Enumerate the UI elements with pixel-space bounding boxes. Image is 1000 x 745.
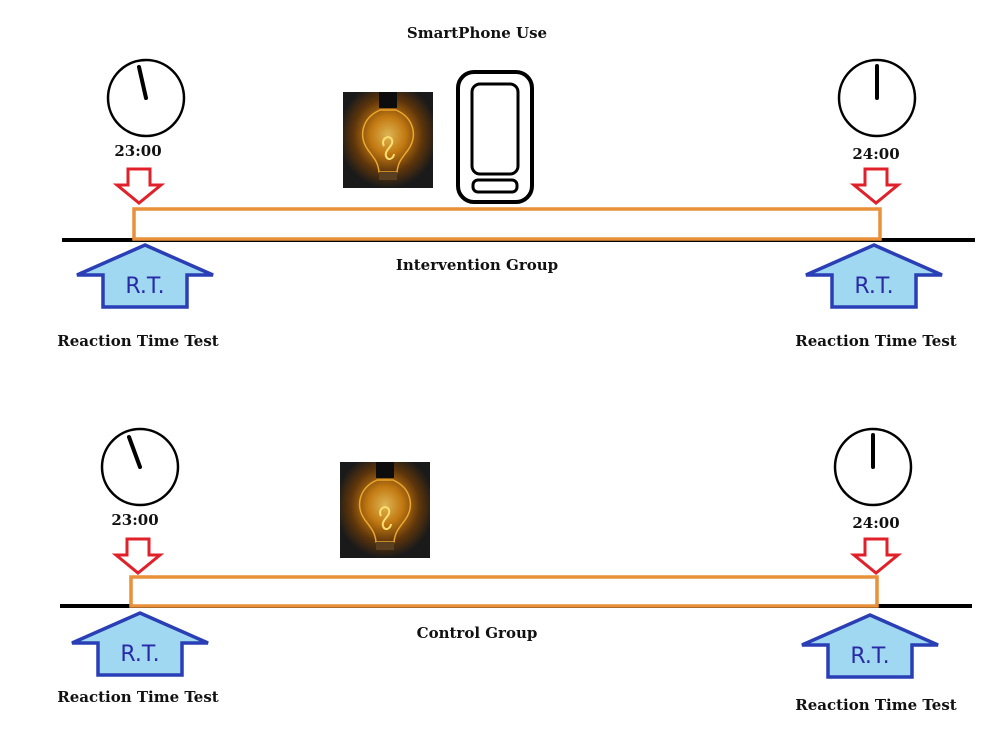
clock-icon <box>837 58 917 138</box>
down-arrow-icon <box>114 537 162 575</box>
end-time-label: 24:00 <box>852 514 899 532</box>
intervention-panel: SmartPhone Use 23:00 24:00 <box>57 24 975 350</box>
reaction-time-test-label: Reaction Time Test <box>795 696 957 714</box>
reaction-time-test-label: Reaction Time Test <box>57 332 219 350</box>
down-arrow-icon <box>115 167 163 205</box>
clock-icon <box>100 427 180 507</box>
start-time-label: 23:00 <box>114 142 161 160</box>
reaction-time-test-label: Reaction Time Test <box>57 688 219 706</box>
rt-label: R.T. <box>125 274 164 299</box>
control-panel: 23:00 24:00 Control Group R.T. R.T. Reac… <box>57 427 972 714</box>
light-bulb-icon <box>339 461 431 559</box>
interval-bar <box>132 207 882 241</box>
reaction-time-test-label: Reaction Time Test <box>795 332 957 350</box>
smartphone-use-title: SmartPhone Use <box>407 24 547 42</box>
down-arrow-icon <box>852 167 900 205</box>
group-label: Intervention Group <box>396 256 558 274</box>
end-time-label: 24:00 <box>852 145 899 163</box>
rt-label: R.T. <box>854 274 893 299</box>
light-bulb-icon <box>342 91 434 189</box>
start-time-label: 23:00 <box>111 511 158 529</box>
rt-label: R.T. <box>850 644 889 669</box>
clock-icon <box>833 427 913 507</box>
clock-icon <box>106 58 186 138</box>
down-arrow-icon <box>852 537 900 575</box>
group-label: Control Group <box>417 624 538 642</box>
interval-bar <box>129 575 879 608</box>
rt-label: R.T. <box>120 642 159 667</box>
smartphone-icon <box>456 70 534 204</box>
